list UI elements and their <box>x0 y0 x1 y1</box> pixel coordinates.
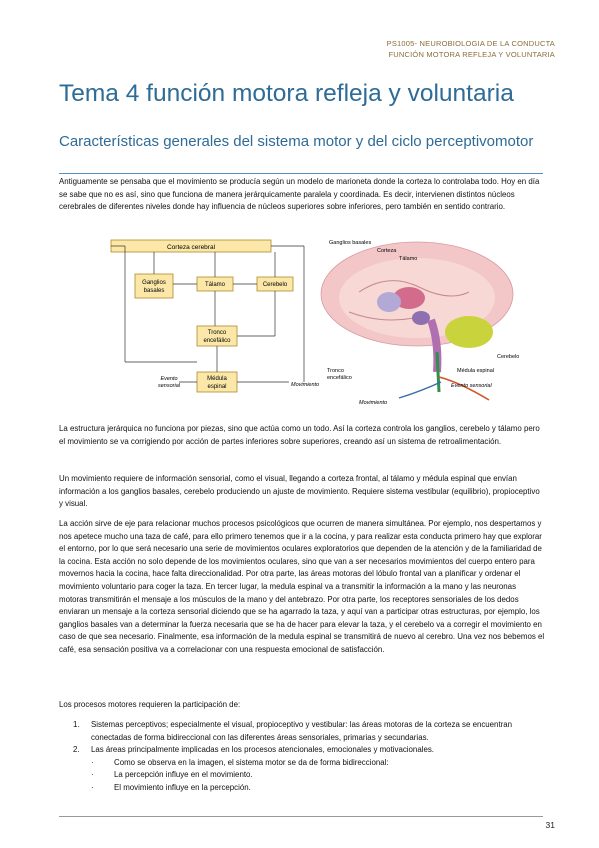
section-subtitle: Características generales del sistema mo… <box>59 133 534 150</box>
svg-text:Tálamo: Tálamo <box>399 256 417 262</box>
svg-text:Médula: Médula <box>207 376 227 382</box>
svg-text:encefálico: encefálico <box>203 338 231 344</box>
svg-text:Médula espinal: Médula espinal <box>457 368 494 374</box>
header-topic: FUNCIÓN MOTORA REFLEJA Y VOLUNTARIA <box>388 50 555 59</box>
box-ganglios <box>134 273 174 299</box>
svg-text:Movimiento: Movimiento <box>359 400 387 406</box>
paragraph-2: La estructura jerárquica no funciona por… <box>59 424 540 446</box>
page-title: Tema 4 función motora refleja y voluntar… <box>59 80 514 107</box>
footer-rule <box>59 816 543 817</box>
list-item: 2. Las áreas principalmente implicadas e… <box>73 745 434 755</box>
brain-illustration: Ganglios basales Corteza Tálamo Tronco e… <box>320 240 519 406</box>
svg-text:Corteza: Corteza <box>377 248 397 254</box>
label-movimiento: Movimiento <box>291 382 319 388</box>
svg-text:Ganglios basales: Ganglios basales <box>329 240 371 246</box>
label-ganglios-1: Ganglios <box>142 280 166 286</box>
svg-text:Evento: Evento <box>160 376 177 382</box>
sublist-item: ·El movimiento influye en la percepción. <box>91 782 251 792</box>
svg-text:sensorial: sensorial <box>158 383 181 389</box>
label-ganglios-2: basales <box>144 288 165 294</box>
svg-text:espinal: espinal <box>207 384 226 390</box>
motor-system-figure: Corteza cerebral Ganglios basales Tálamo… <box>110 239 519 406</box>
subtitle-rule <box>59 173 543 174</box>
header-course: PS1005- NEUROBIOLOGIA DE LA CONDUCTA <box>386 39 555 48</box>
svg-text:Evento sensorial: Evento sensorial <box>451 383 492 389</box>
label-cerebelo: Cerebelo <box>263 282 288 288</box>
paragraph-5: Los procesos motores requieren la partic… <box>59 700 241 709</box>
paragraph-3: Un movimiento requiere de información se… <box>59 474 540 509</box>
svg-text:Cerebelo: Cerebelo <box>497 354 519 360</box>
label-corteza: Corteza cerebral <box>167 244 216 251</box>
hierarchy-diagram: Corteza cerebral Ganglios basales Tálamo… <box>110 239 319 393</box>
running-header: PS1005- NEUROBIOLOGIA DE LA CONDUCTA FUN… <box>387 38 555 60</box>
svg-text:Tronco: Tronco <box>208 330 227 336</box>
sublist-item: ·La percepción influye en el movimiento. <box>91 770 253 780</box>
paragraph-4: La acción sirve de eje para relacionar m… <box>59 519 545 654</box>
page-number: 31 <box>545 820 555 830</box>
requirements-list: 1. Sistemas perceptivos; especialmente e… <box>59 719 545 795</box>
sublist-item: ·Como se observa en la imagen, el sistem… <box>91 757 389 767</box>
label-talamo: Tálamo <box>205 282 226 288</box>
svg-text:encefálico: encefálico <box>327 375 352 381</box>
svg-text:Tronco: Tronco <box>327 368 344 374</box>
paragraph-1: Antiguamente se pensaba que el movimient… <box>59 177 540 212</box>
list-item: 1. Sistemas perceptivos; especialmente e… <box>73 720 513 742</box>
